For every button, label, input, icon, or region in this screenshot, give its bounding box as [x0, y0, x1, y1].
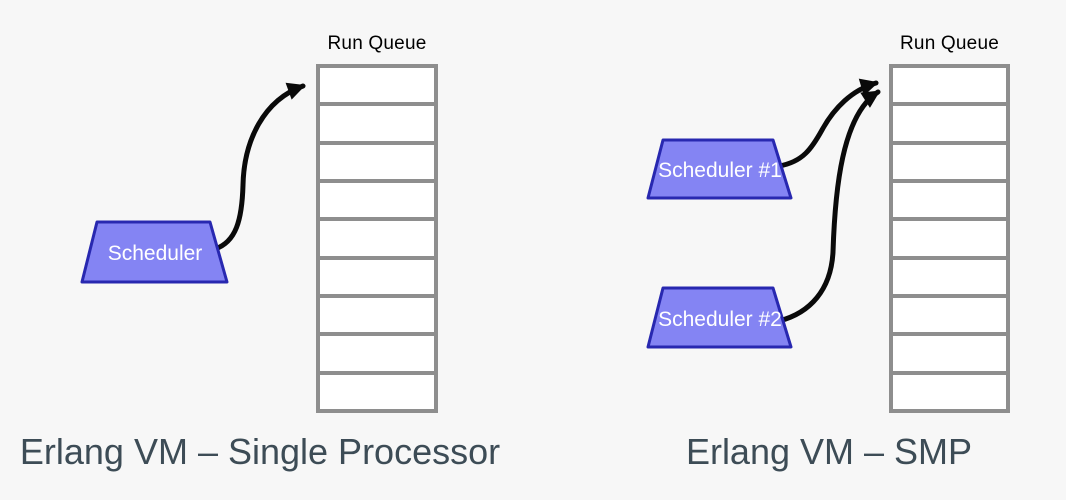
caption-single-processor: Erlang VM – Single Processor: [19, 431, 501, 472]
caption-smp: Erlang VM – SMP: [685, 431, 973, 472]
run-queue-cell: [893, 336, 1006, 371]
scheduler-shape: [80, 220, 229, 284]
scheduler-node: Scheduler: [80, 220, 229, 284]
run-queue-cell: [320, 182, 434, 218]
scheduler-1-label: Scheduler #1: [658, 159, 782, 182]
run-queue-cell: [320, 221, 434, 256]
run-queue-cell: [893, 144, 1006, 179]
scheduler-label: Scheduler: [108, 242, 203, 265]
run-queue-label: Run Queue: [327, 33, 427, 54]
arrow-scheduler-to-runqueue: [212, 82, 306, 252]
run-queue-cell: [893, 259, 1006, 294]
run-queue-cell: [893, 221, 1006, 256]
run-queue-label: Run Queue: [900, 33, 999, 54]
run-queue-smp: [889, 64, 1010, 413]
scheduler-1-node: Scheduler #1: [646, 138, 793, 200]
run-queue-cell: [893, 106, 1006, 141]
run-queue-cell: [320, 106, 434, 141]
run-queue-cell: [320, 336, 434, 371]
run-queue-cell: [893, 68, 1006, 103]
scheduler-2-shape: [646, 286, 793, 349]
run-queue-cell: [320, 259, 434, 294]
run-queue-cell: [320, 297, 434, 333]
arrow-scheduler2-to-runqueue: [776, 89, 881, 324]
scheduler-2-label: Scheduler #2: [658, 308, 782, 331]
run-queue-cell: [320, 144, 434, 179]
run-queue-cell: [320, 68, 434, 103]
run-queue-cell: [893, 297, 1006, 333]
run-queue-single-processor: [316, 64, 438, 413]
scheduler-2-node: Scheduler #2: [646, 286, 793, 349]
arrow-scheduler1-to-runqueue: [776, 78, 879, 169]
run-queue-cell: [320, 374, 434, 409]
run-queue-cell: [893, 374, 1006, 409]
run-queue-cell: [893, 182, 1006, 218]
scheduler-1-shape: [646, 138, 793, 200]
